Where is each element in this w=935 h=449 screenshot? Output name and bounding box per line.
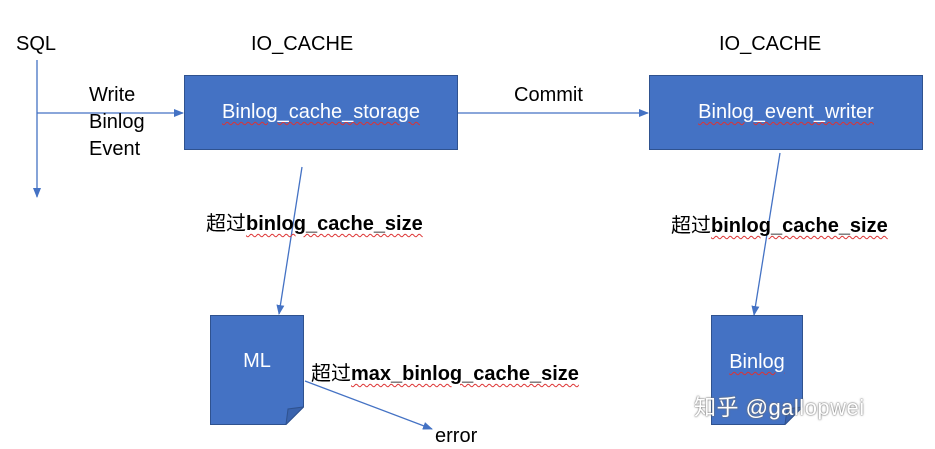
binlog-cache-storage-box: Binlog_cache_storage (184, 75, 458, 150)
writer-to-binlog-prefix: 超过 (671, 215, 711, 237)
binlog-file-label: Binlog (729, 351, 785, 373)
ml-label: ML (243, 350, 271, 372)
watermark: 知乎 @gallopwei (694, 395, 865, 420)
writer-to-binlog-arrow (751, 152, 781, 316)
storage-to-ml-prefix: 超过 (206, 213, 246, 235)
binlog-document-shape: Binlog (711, 315, 803, 425)
io-cache-label-right: IO_CACHE (719, 33, 822, 55)
binlog-event-writer-label: Binlog_event_writer (698, 101, 874, 123)
binlog-cache-storage-label: Binlog_cache_storage (222, 101, 420, 123)
ml-to-error-arrow (304, 380, 433, 430)
ml-to-error-condition: 超过max_binlog_cache_size (311, 361, 579, 387)
error-label: error (435, 425, 478, 447)
ml-document-shape: ML (210, 315, 304, 425)
ml-to-error-prefix: 超过 (311, 363, 351, 385)
storage-to-ml-condition: 超过binlog_cache_size (206, 211, 423, 237)
write-label: Write (89, 84, 136, 106)
event-label: Event (89, 138, 141, 160)
binlog-event-writer-box: Binlog_event_writer (649, 75, 923, 150)
io-cache-label-left: IO_CACHE (251, 33, 354, 55)
storage-to-ml-term: binlog_cache_size (246, 213, 423, 235)
ml-document-icon (210, 315, 304, 425)
writer-to-binlog-term: binlog_cache_size (711, 215, 888, 237)
storage-to-ml-arrow (276, 166, 303, 315)
binlog-label: Binlog (89, 111, 145, 133)
sql-label: SQL (16, 33, 57, 55)
commit-label: Commit (514, 84, 583, 106)
ml-to-error-term: max_binlog_cache_size (351, 363, 579, 385)
binlog-document-icon (711, 315, 803, 425)
writer-to-binlog-condition: 超过binlog_cache_size (671, 213, 888, 239)
